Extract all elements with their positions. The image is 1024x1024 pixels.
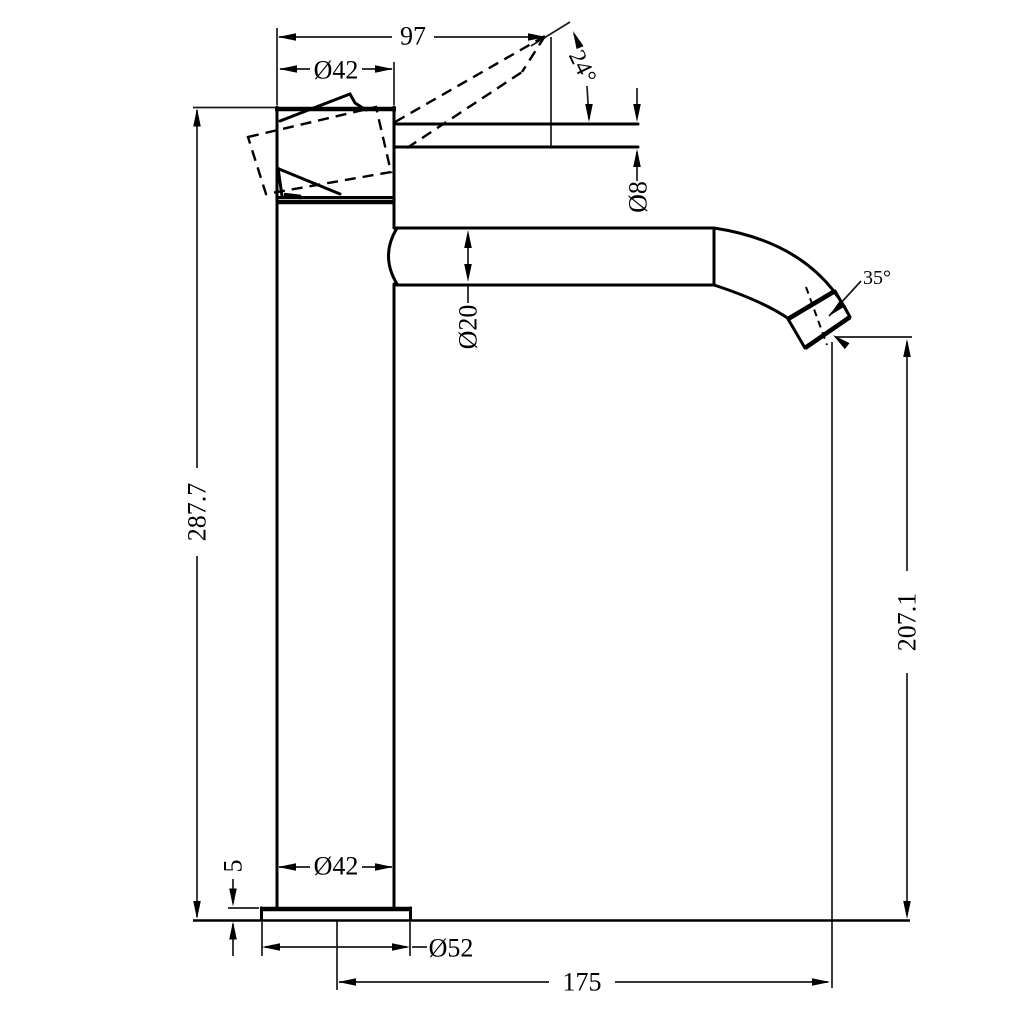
arrowhead (903, 901, 911, 919)
dim-top-width-label: 97 (400, 22, 426, 51)
arrowhead (278, 863, 296, 871)
dim-outlet-diameter-label: Ø8 (624, 181, 653, 213)
handle-rotated-dashed (246, 34, 547, 196)
arrowhead (193, 901, 201, 919)
dim-spout-reach-label: 175 (563, 968, 602, 997)
outlet-centerline-dashed (805, 286, 828, 346)
arrowhead (633, 149, 641, 167)
dim-spout-tube-diameter-label: Ø20 (454, 305, 483, 350)
arrowhead (193, 108, 201, 127)
thick-edges (260, 106, 852, 912)
dim-outlet-height-label: 207.1 (893, 593, 922, 652)
dimension-arrowheads (193, 29, 911, 986)
arrowhead (229, 888, 237, 907)
faucet-outline (260, 105, 852, 922)
dim-body-diameter-label: Ø42 (314, 852, 359, 881)
arrowhead (585, 104, 593, 122)
arrowhead (633, 104, 641, 122)
arrowhead (812, 978, 830, 986)
arrowhead (830, 332, 850, 350)
dimension-extension-lines (193, 21, 912, 990)
arrowhead (392, 943, 410, 951)
arrowhead (903, 339, 911, 357)
arrowhead (375, 65, 393, 73)
arrowhead (464, 230, 472, 248)
dim-overall-height-label: 287.7 (183, 483, 212, 542)
arrowhead (229, 921, 237, 940)
arrowhead (278, 33, 296, 41)
arrowhead (375, 863, 393, 871)
dim-base-diameter-label: Ø52 (429, 934, 474, 963)
dim-handle-angle-label: 24° (563, 46, 601, 88)
arrowhead (338, 978, 356, 986)
dim-head-diameter-label: Ø42 (314, 56, 359, 85)
arrowhead (569, 29, 584, 50)
arrowhead (279, 65, 297, 73)
arrowhead (464, 264, 472, 282)
dim-base-plate-thickness-label: 5 (219, 860, 248, 873)
arrowhead (262, 943, 280, 951)
dim-spout-tip-angle-label: 35° (863, 267, 891, 289)
dimension-labels: 97 Ø42 24° Ø8 Ø20 35° 287.7 207.1 5 Ø42 … (183, 22, 922, 997)
